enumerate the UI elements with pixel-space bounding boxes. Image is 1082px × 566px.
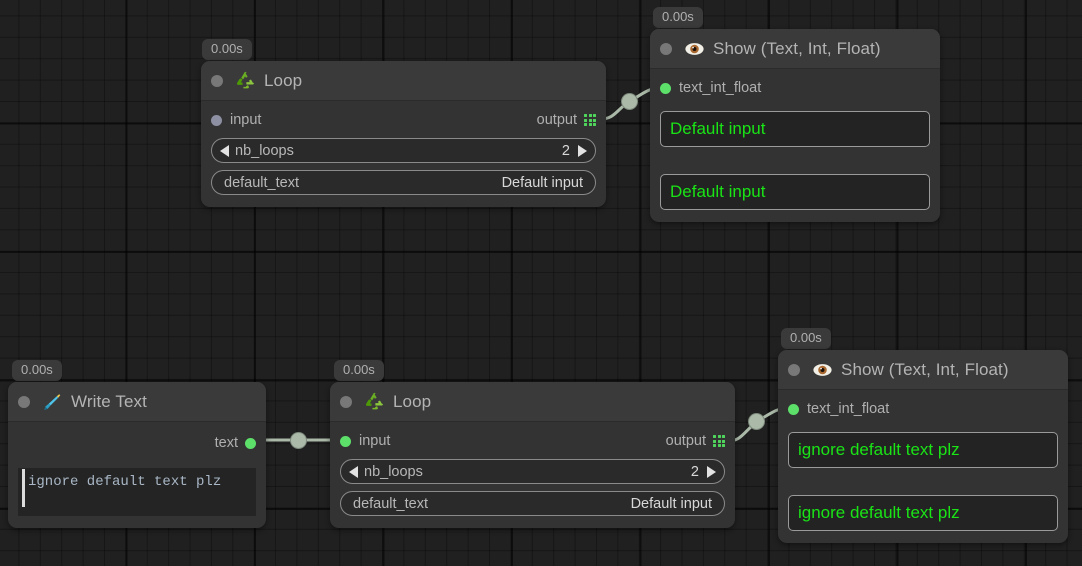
wire-reroute-knob[interactable] bbox=[291, 433, 306, 448]
input-port-label: input bbox=[230, 112, 262, 128]
output-port-label: output bbox=[665, 433, 706, 449]
widget-name: nb_loops bbox=[235, 142, 294, 159]
input-port-dot[interactable] bbox=[340, 435, 351, 447]
value-display-text: ignore default text plz bbox=[798, 503, 960, 522]
node-title-bar[interactable]: Show (Text, Int, Float) bbox=[778, 350, 1068, 390]
value-display-text: ignore default text plz bbox=[798, 440, 960, 459]
node-timing-badge: 0.00s bbox=[781, 328, 831, 349]
collapse-dot[interactable] bbox=[18, 395, 30, 408]
recycle-icon bbox=[236, 71, 255, 90]
default-text-field[interactable]: default_text Default input bbox=[340, 491, 725, 516]
nb-loops-stepper[interactable]: nb_loops 2 bbox=[211, 138, 596, 163]
node-title-bar[interactable]: Loop bbox=[330, 382, 735, 422]
stepper-increment-icon[interactable] bbox=[578, 144, 587, 157]
grid-port-icon[interactable] bbox=[584, 114, 596, 126]
node-title-label: Show (Text, Int, Float) bbox=[841, 359, 1009, 379]
node-loop-top[interactable]: Loop input output nb_loops 2 bbox=[201, 61, 606, 207]
input-port-dot[interactable] bbox=[660, 82, 671, 94]
port-row: text_int_float bbox=[788, 398, 1058, 420]
input-port-label: text_int_float bbox=[679, 80, 762, 96]
node-body: text ignore default text plz bbox=[8, 422, 266, 528]
stepper-increment-icon[interactable] bbox=[707, 465, 716, 478]
node-timing-badge: 0.00s bbox=[653, 7, 703, 28]
node-title-bar[interactable]: Write Text bbox=[8, 382, 266, 422]
value-display-text: Default input bbox=[670, 119, 766, 138]
widget-name: default_text bbox=[224, 174, 299, 191]
collapse-dot[interactable] bbox=[211, 74, 223, 87]
collapse-dot[interactable] bbox=[340, 395, 352, 408]
collapse-dot[interactable] bbox=[788, 363, 800, 376]
port-row: text bbox=[18, 432, 256, 454]
node-timing-badge: 0.00s bbox=[202, 39, 252, 60]
value-display-field[interactable]: Default input bbox=[660, 174, 930, 210]
node-title-bar[interactable]: Loop bbox=[201, 61, 606, 101]
widget-name: nb_loops bbox=[364, 463, 423, 480]
nb-loops-stepper[interactable]: nb_loops 2 bbox=[340, 459, 725, 484]
wire-reroute-knob[interactable] bbox=[749, 414, 764, 429]
node-timing-badge: 0.00s bbox=[334, 360, 384, 381]
recycle-icon bbox=[365, 392, 384, 411]
node-show-bottom[interactable]: Show (Text, Int, Float) text_int_float i… bbox=[778, 350, 1068, 543]
text-editor-content: ignore default text plz bbox=[28, 474, 222, 490]
value-display-field[interactable]: ignore default text plz bbox=[788, 495, 1058, 531]
node-title-label: Loop bbox=[393, 391, 432, 411]
stepper-decrement-icon[interactable] bbox=[220, 144, 229, 157]
node-title-bar[interactable]: Show (Text, Int, Float) bbox=[650, 29, 940, 69]
value-display-text: Default input bbox=[670, 182, 766, 201]
node-title-label: Write Text bbox=[71, 391, 147, 411]
widget-value: 2 bbox=[561, 142, 570, 159]
value-display-field[interactable]: Default input bbox=[660, 111, 930, 147]
grid-port-icon[interactable] bbox=[713, 435, 725, 447]
text-editor[interactable]: ignore default text plz bbox=[18, 468, 256, 516]
port-row: input output bbox=[211, 109, 596, 131]
wire-reroute-knob[interactable] bbox=[622, 94, 637, 109]
node-body: text_int_float ignore default text plz i… bbox=[778, 390, 1068, 543]
collapse-dot[interactable] bbox=[660, 42, 672, 55]
output-port-label: text bbox=[214, 435, 238, 451]
text-caret bbox=[22, 469, 25, 507]
value-display-field[interactable]: ignore default text plz bbox=[788, 432, 1058, 468]
widget-value: 2 bbox=[690, 463, 699, 480]
default-text-field[interactable]: default_text Default input bbox=[211, 170, 596, 195]
widget-value: Default input bbox=[501, 174, 583, 191]
widget-value: Default input bbox=[630, 495, 712, 512]
node-title-label: Loop bbox=[264, 70, 303, 90]
input-port-label: text_int_float bbox=[807, 401, 890, 417]
output-port-dot[interactable] bbox=[245, 437, 256, 449]
node-body: input output nb_loops 2 default_text Def… bbox=[330, 422, 735, 528]
node-body: input output nb_loops 2 default_text Def… bbox=[201, 101, 606, 207]
node-show-top[interactable]: Show (Text, Int, Float) text_int_float D… bbox=[650, 29, 940, 222]
node-title-label: Show (Text, Int, Float) bbox=[713, 38, 881, 58]
stepper-decrement-icon[interactable] bbox=[349, 465, 358, 478]
node-body: text_int_float Default input Default inp… bbox=[650, 69, 940, 222]
output-port-label: output bbox=[536, 112, 577, 128]
eye-icon bbox=[813, 360, 832, 379]
port-row: text_int_float bbox=[660, 77, 930, 99]
port-row: input output bbox=[340, 430, 725, 452]
input-port-label: input bbox=[359, 433, 391, 449]
eye-icon bbox=[685, 39, 704, 58]
node-write-text[interactable]: Write Text text ignore default text plz bbox=[8, 382, 266, 528]
node-timing-badge: 0.00s bbox=[12, 360, 62, 381]
pen-nib-icon bbox=[43, 392, 62, 411]
widget-name: default_text bbox=[353, 495, 428, 512]
input-port-dot[interactable] bbox=[788, 403, 799, 415]
input-port-dot[interactable] bbox=[211, 114, 222, 126]
node-loop-bottom[interactable]: Loop input output nb_loops 2 bbox=[330, 382, 735, 528]
